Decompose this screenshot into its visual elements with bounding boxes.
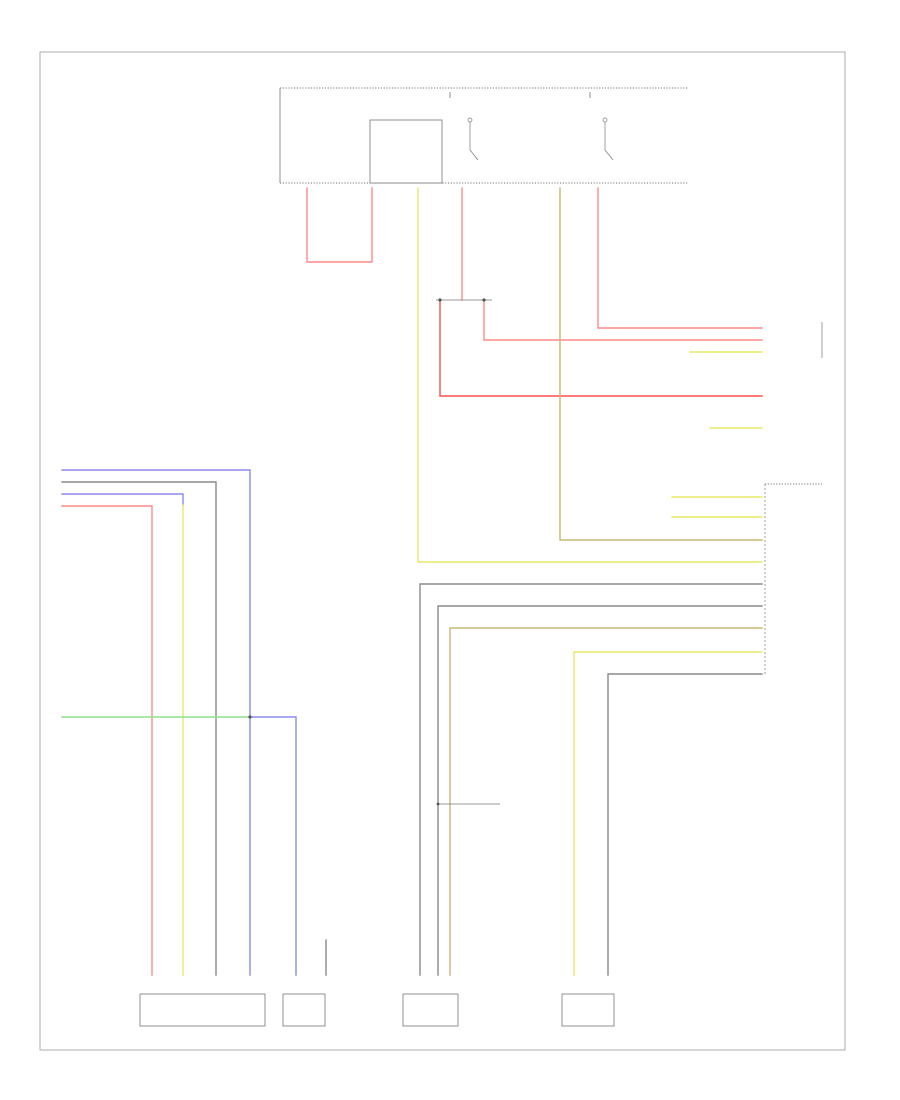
right-connectors <box>671 322 823 676</box>
fuse-block-top <box>279 87 688 184</box>
left-wires <box>61 469 297 976</box>
bottom-components <box>139 939 615 1027</box>
diagram-frame <box>39 51 846 1051</box>
top-wires <box>306 187 763 563</box>
middle-wires <box>419 583 763 976</box>
